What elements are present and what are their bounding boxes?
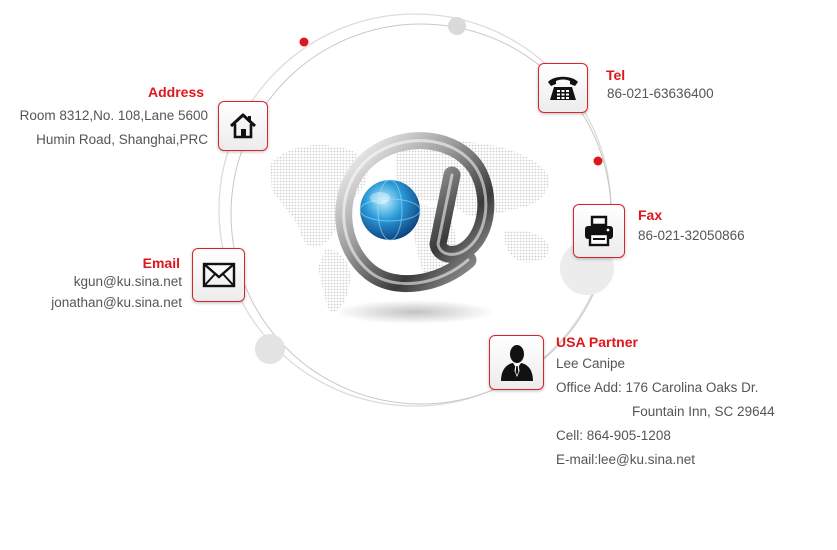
address-line-2: Humin Road, Shanghai,PRC <box>36 132 208 147</box>
printer-icon <box>585 215 613 247</box>
email-line-2: jonathan@ku.sina.net <box>51 295 182 310</box>
house-icon <box>229 113 257 139</box>
at-symbol-icon <box>335 132 495 293</box>
person-icon <box>500 344 533 381</box>
ring-dot-red <box>299 37 309 47</box>
partner-icon-box <box>489 335 544 390</box>
partner-title: USA Partner <box>556 334 638 350</box>
globe-icon <box>359 179 421 241</box>
partner-email: E-mail:lee@ku.sina.net <box>556 452 696 467</box>
fax-icon-box <box>573 204 625 258</box>
email-title: Email <box>142 255 180 271</box>
fax-value: 86-021-32050866 <box>638 228 745 243</box>
ring-dot-red <box>593 156 603 166</box>
telephone-icon <box>548 76 578 100</box>
tel-icon-box <box>538 63 588 113</box>
ring-dot-gray <box>255 334 285 364</box>
tel-title: Tel <box>606 67 626 83</box>
address-line-1: Room 8312,No. 108,Lane 5600 <box>19 108 208 123</box>
tel-value: 86-021-63636400 <box>607 86 714 101</box>
partner-cell: Cell: 864-905-1208 <box>556 428 671 443</box>
partner-office-line-1: Office Add: 176 Carolina Oaks Dr. <box>556 380 759 395</box>
ring-dot-gray <box>448 17 466 35</box>
partner-office-line-2: Fountain Inn, SC 29644 <box>632 404 775 419</box>
address-title: Address <box>148 84 205 100</box>
email-icon-box <box>192 248 245 302</box>
address-icon-box <box>218 101 268 151</box>
at-shadow <box>335 300 495 324</box>
envelope-icon <box>202 262 235 288</box>
email-line-1: kgun@ku.sina.net <box>73 274 182 289</box>
fax-title: Fax <box>638 207 663 223</box>
partner-name: Lee Canipe <box>556 356 626 371</box>
